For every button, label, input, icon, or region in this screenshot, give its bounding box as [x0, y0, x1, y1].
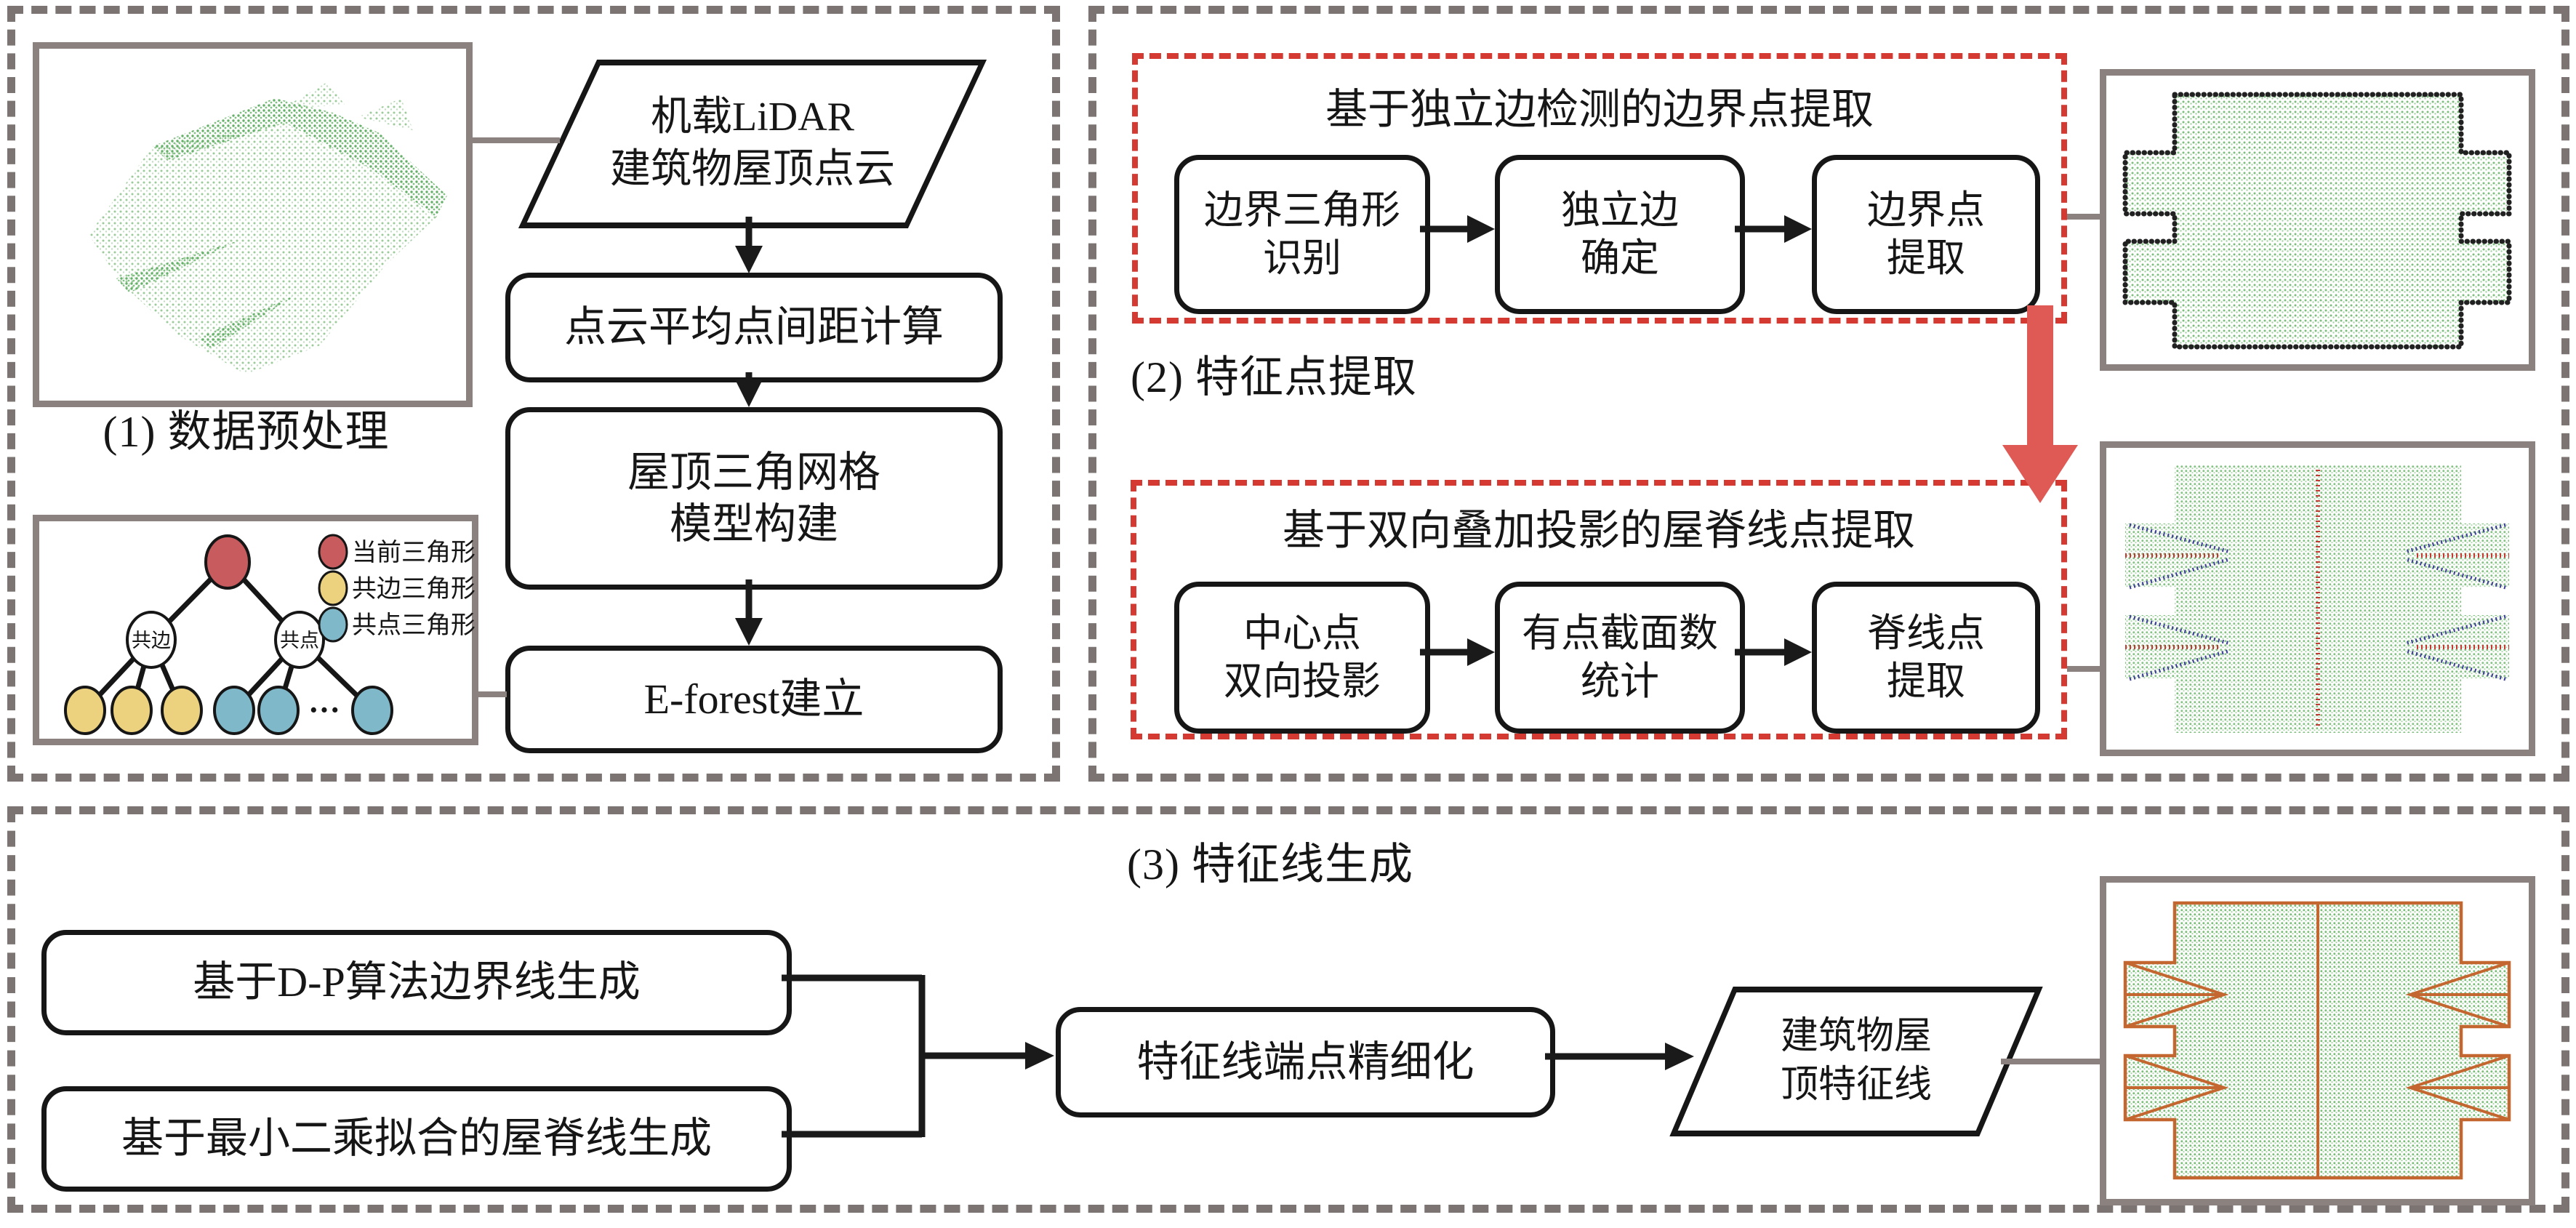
ridge-point-box: 脊线点 提取: [1812, 582, 2040, 734]
eforest-tree-image: 共边 共点 ··· 当前三角形 共边三角形 共点三角形: [33, 515, 478, 745]
eforest-build-label: E-forest建立: [643, 675, 864, 723]
shared-edge-node: [126, 611, 177, 669]
legend-edge-label: 共边三角形: [352, 575, 476, 603]
roof-sliver-1: [116, 241, 238, 293]
ridge-points-drawing: [2125, 465, 2509, 733]
shared-point-node: [274, 611, 325, 669]
output-line2: 顶特征线: [1780, 1064, 1932, 1106]
feature-lines-drawing: [2123, 901, 2511, 1180]
eforest-build-box: E-forest建立: [505, 646, 1003, 753]
endpoint-refinement-box: 特征线端点精细化: [1056, 1007, 1555, 1117]
ridge-points-image: [2100, 441, 2535, 756]
building-footprint-outline: [2122, 92, 2512, 350]
boundary-group-title: 基于独立边检测的边界点提取: [1325, 86, 1874, 133]
feature-lines-image: [2100, 876, 2535, 1205]
dp-boundary-line-box: 基于D-P算法边界线生成: [41, 930, 792, 1035]
tree-ellipsis: ···: [308, 692, 340, 728]
roof-ridge-band: [153, 98, 447, 217]
section-count-line1: 有点截面数: [1522, 611, 1718, 655]
boundary-extraction-group: 基于独立边检测的边界点提取: [1132, 53, 2067, 324]
feature-line-output-parallelogram: 建筑物屋 顶特征线: [1669, 987, 2043, 1136]
tree-legend: 当前三角形 共边三角形 共点三角形: [318, 534, 476, 643]
lidar-input-line2: 建筑物屋顶点云: [610, 147, 895, 192]
independent-edge-line1: 独立边: [1561, 188, 1679, 232]
lsq-ridge-line-label: 基于最小二乘拟合的屋脊线生成: [121, 1115, 712, 1163]
roof-pointcloud-drawing: [89, 82, 447, 374]
boundary-triangle-line1: 边界三角形: [1204, 188, 1400, 232]
center-projection-line1: 中心点: [1243, 611, 1361, 655]
roof-sliver-2: [198, 293, 300, 350]
spacing-computation-label: 点云平均点间距计算: [563, 303, 944, 351]
preprocessing-label: (1) 数据预处理: [103, 408, 390, 456]
ridge-point-line1: 脊线点: [1867, 611, 1985, 655]
feature-line-label: (3) 特征线生成: [1127, 840, 1413, 888]
eforest-tree-drawing: 共边 共点 ··· 当前三角形 共边三角形 共点三角形: [64, 534, 476, 735]
roof-pointcloud-image: [33, 42, 473, 407]
output-line1: 建筑物屋: [1780, 1016, 1932, 1058]
boundary-triangle-line2: 识别: [1263, 236, 1341, 280]
legend-point-swatch: [318, 606, 348, 643]
boundary-triangle-box: 边界三角形 识别: [1174, 155, 1430, 314]
roof-spike-1: [284, 82, 345, 108]
mesh-construction-line2: 模型构建: [669, 499, 838, 547]
roof-points-region: [2125, 465, 2509, 733]
legend-current-label: 当前三角形: [352, 539, 476, 566]
section-count-box: 有点截面数 统计: [1495, 582, 1745, 734]
leaf-nodes: [64, 686, 393, 735]
legend-point-label: 共点三角形: [352, 611, 476, 639]
legend-current-swatch: [318, 534, 348, 570]
mesh-construction-box: 屋顶三角网格 模型构建: [505, 407, 1003, 590]
feature-point-label: (2) 特征点提取: [1131, 353, 1417, 401]
center-projection-box: 中心点 双向投影: [1174, 582, 1430, 734]
boundary-point-line2: 提取: [1887, 236, 1965, 280]
endpoint-refinement-label: 特征线端点精细化: [1136, 1038, 1474, 1085]
boundary-points-image: [2100, 69, 2535, 371]
roof-main-surface: [89, 123, 436, 374]
center-projection-line2: 双向投影: [1224, 659, 1381, 703]
lidar-input-parallelogram: 机载LiDAR 建筑物屋顶点云: [518, 60, 987, 228]
dp-boundary-line-label: 基于D-P算法边界线生成: [193, 958, 641, 1006]
section-count-line2: 统计: [1581, 659, 1659, 703]
shared-edge-node-label: 共边: [132, 630, 171, 651]
boundary-point-line1: 边界点: [1867, 188, 1985, 232]
shared-point-node-label: 共点: [280, 630, 319, 651]
legend-edge-swatch: [318, 570, 348, 606]
independent-edge-line2: 确定: [1581, 236, 1659, 280]
dormer-feature-lines: [2124, 961, 2510, 1121]
ridge-point-line2: 提取: [1887, 659, 1965, 703]
ridge-group-title: 基于双向叠加投影的屋脊线点提取: [1282, 507, 1915, 554]
lidar-input-line1: 机载LiDAR: [651, 95, 854, 140]
boundary-point-box: 边界点 提取: [1812, 155, 2040, 314]
current-triangle-node: [204, 534, 251, 590]
lsq-ridge-line-box: 基于最小二乘拟合的屋脊线生成: [41, 1086, 792, 1192]
mesh-construction-line1: 屋顶三角网格: [627, 448, 880, 496]
ridge-extraction-group: 基于双向叠加投影的屋脊线点提取: [1131, 480, 2067, 739]
roof-spike-2: [358, 98, 413, 130]
spacing-computation-box: 点云平均点间距计算: [505, 273, 1003, 382]
boundary-points-drawing: [2122, 92, 2512, 350]
independent-edge-box: 独立边 确定: [1495, 155, 1745, 314]
